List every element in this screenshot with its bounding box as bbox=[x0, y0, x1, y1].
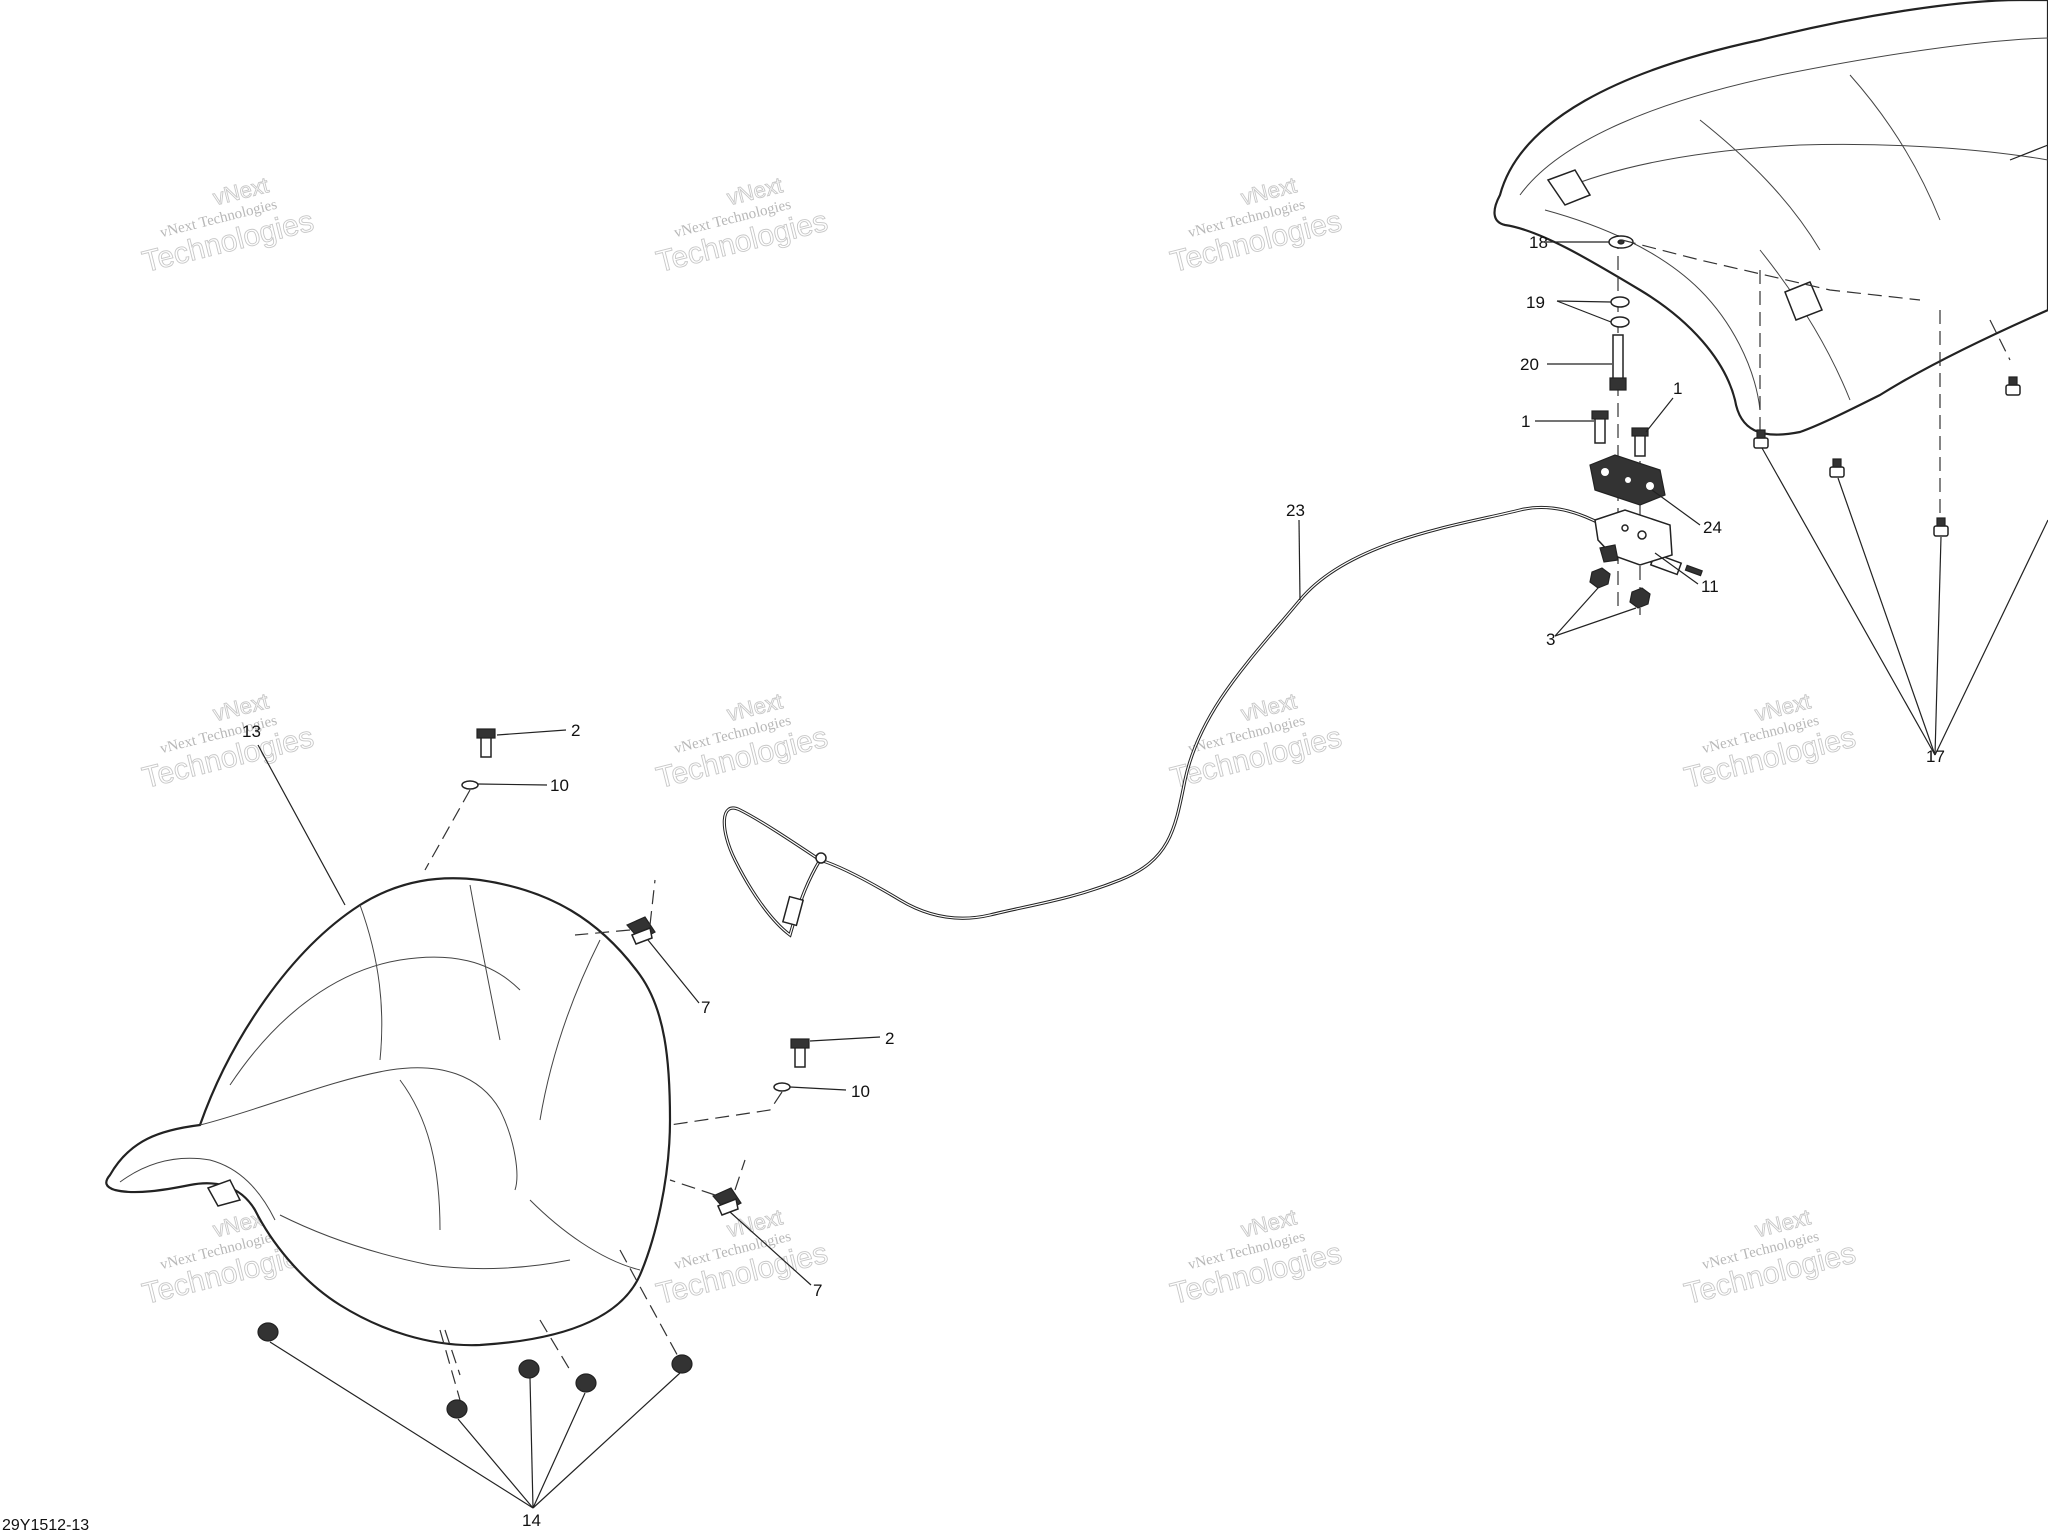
passenger-seat bbox=[1493, 0, 2048, 436]
bumper-14a bbox=[257, 1322, 279, 1342]
bumper-14c bbox=[518, 1359, 540, 1379]
callout-20: 20 bbox=[1520, 355, 1539, 374]
callout-10-upper: 10 bbox=[550, 776, 569, 795]
latch-assembly bbox=[1589, 235, 1673, 615]
callout-7-lower: 7 bbox=[813, 1281, 822, 1300]
front-seat-hardware bbox=[257, 728, 810, 1419]
callout-13: 13 bbox=[242, 722, 261, 741]
bumper-17b bbox=[1829, 458, 1845, 478]
callout-24: 24 bbox=[1703, 518, 1722, 537]
bumper-17a bbox=[1753, 429, 1769, 449]
bumper-14b bbox=[446, 1399, 468, 1419]
callout-1-right: 1 bbox=[1673, 379, 1682, 398]
callout-17: 17 bbox=[1926, 747, 1945, 766]
bumper-17c bbox=[1933, 517, 1949, 537]
bumper-14e bbox=[671, 1354, 693, 1374]
callout-7-upper: 7 bbox=[701, 998, 710, 1017]
driver-seat bbox=[105, 877, 672, 1347]
release-cable bbox=[722, 505, 1703, 938]
callout-11: 11 bbox=[1701, 577, 1719, 596]
part-labels: 13 2 10 7 2 10 7 14 23 18 19 20 1 1 24 1… bbox=[242, 233, 1945, 1530]
callout-23: 23 bbox=[1286, 501, 1305, 520]
bumper-14d bbox=[575, 1373, 597, 1393]
bumper-17d bbox=[2005, 376, 2021, 396]
callout-2-upper: 2 bbox=[571, 721, 580, 740]
callout-18: 18 bbox=[1529, 233, 1548, 252]
callout-1-left: 1 bbox=[1521, 412, 1530, 431]
callout-3: 3 bbox=[1546, 630, 1555, 649]
callout-19: 19 bbox=[1526, 293, 1545, 312]
rear-seat-bumpers bbox=[1621, 239, 2021, 537]
callout-2-mid: 2 bbox=[885, 1029, 894, 1048]
clip-7-lower bbox=[712, 1187, 742, 1216]
leader-lines bbox=[257, 241, 2048, 1509]
clip-7-upper bbox=[626, 916, 656, 945]
callout-10-mid: 10 bbox=[851, 1082, 870, 1101]
callout-14: 14 bbox=[522, 1511, 541, 1530]
figure-code: 29Y1512-13 bbox=[2, 1517, 89, 1534]
